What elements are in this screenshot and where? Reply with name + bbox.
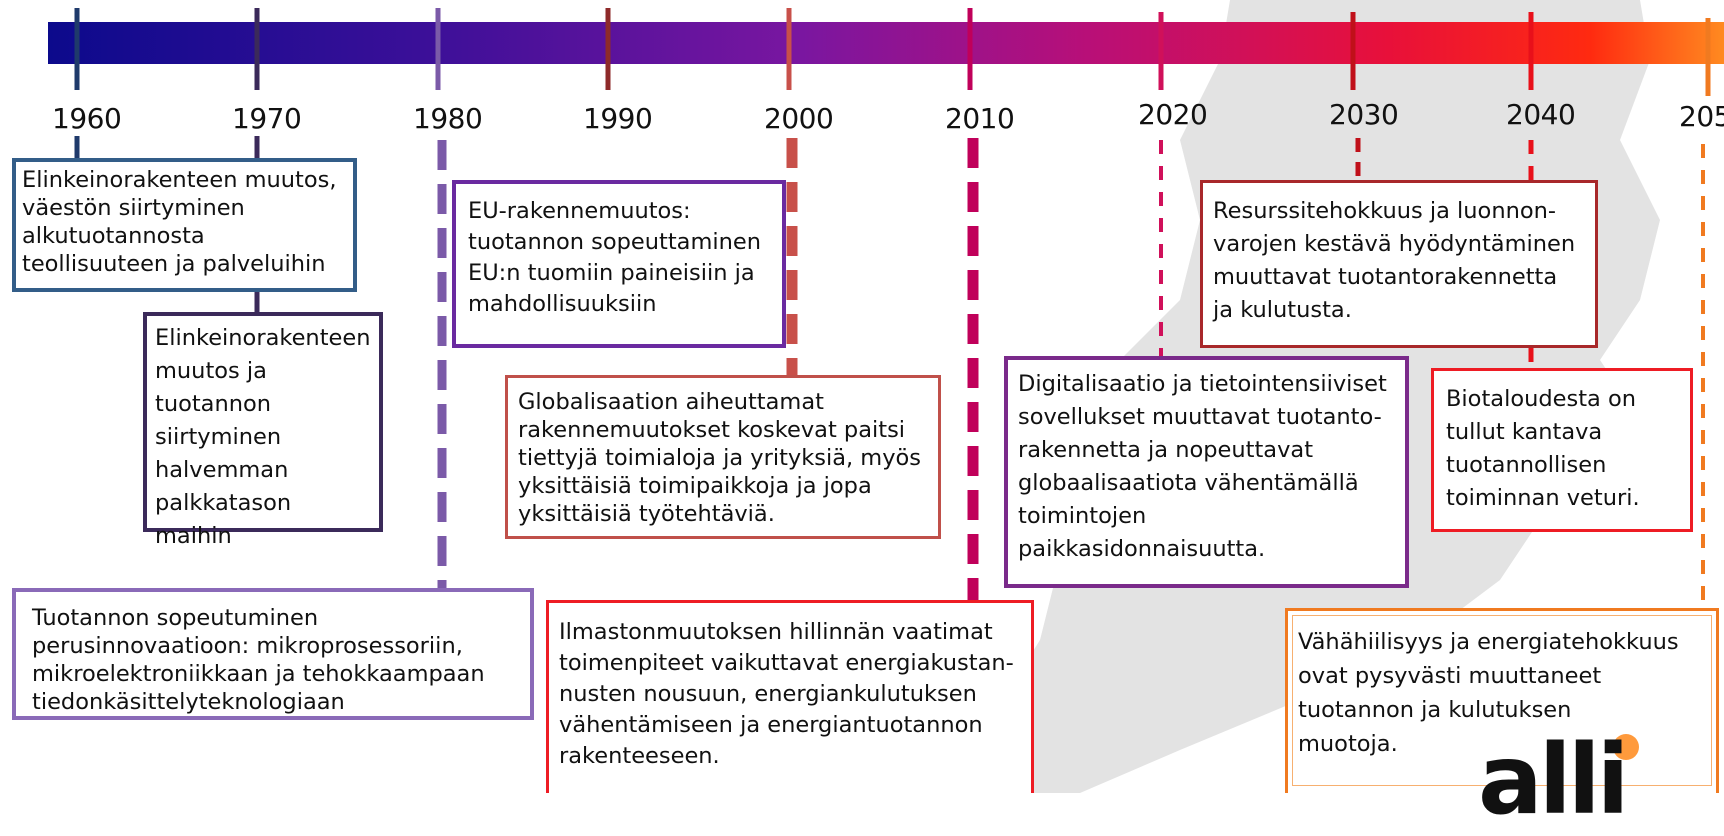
box-text: Globalisaation aiheuttamat rakennemuutok… [518,389,922,527]
box-1960-elinkeinorakenne: Elinkeinorakenteen muutos, väestön siirt… [12,158,357,292]
timeline-diagram: 1960 1970 1980 1990 2000 2010 2020 2030 … [12,0,1724,836]
box-2030-resurssitehokkuus: Resurssitehokkuus ja luonnon- varojen ke… [1200,180,1598,348]
box-2010-ilmastonmuutos: Ilmastonmuutoksen hillinnän vaatimat toi… [546,600,1034,793]
year-label-1970: 1970 [232,102,302,135]
year-label-1960: 1960 [52,102,122,135]
year-label-1990: 1990 [583,102,653,135]
box-text: Elinkeinorakenteen muutos ja tuotannon s… [155,325,371,549]
year-label-1980: 1980 [413,102,483,135]
box-2000-globalisaatio: Globalisaation aiheuttamat rakennemuutok… [505,375,941,539]
box-2020-digitalisaatio: Digitalisaatio ja tietointensiiviset sov… [1004,356,1409,588]
box-text: EU-rakennemuutos: tuotannon sopeuttamine… [468,198,761,317]
year-markers [74,8,1711,608]
year-label-2010: 2010 [945,102,1015,135]
box-text: Ilmastonmuutoksen hillinnän vaatimat toi… [559,619,1014,769]
timeline-bar [48,22,1724,64]
box-text: Biotaloudesta on tullut kantava tuotanno… [1446,386,1640,511]
box-text: Resurssitehokkuus ja luonnon- varojen ke… [1213,198,1576,323]
box-text: Digitalisaatio ja tietointensiiviset sov… [1018,371,1387,562]
box-text: Vähähiilisyys ja energiatehokkuus ovat p… [1298,629,1679,757]
box-2040-biotalous: Biotaloudesta on tullut kantava tuotanno… [1431,368,1693,532]
box-1970-tuotannon-siirtyminen: Elinkeinorakenteen muutos ja tuotannon s… [143,312,383,549]
year-label-2040: 2040 [1506,98,1576,131]
year-label-2050: 205 [1679,100,1724,133]
box-2050-vahahiilisyys: Vähähiilisyys ja energiatehokkuus ovat p… [1285,608,1719,793]
logo-dot [1613,734,1639,760]
alli-logo: alli [1478,724,1629,836]
box-text: Elinkeinorakenteen muutos, väestön siirt… [22,167,337,277]
year-label-2030: 2030 [1329,98,1399,131]
box-1980-perusinnovaatio: Tuotannon sopeutuminen perusinnovaatioon… [12,588,534,720]
year-label-2020: 2020 [1138,98,1208,131]
year-label-2000: 2000 [764,102,834,135]
box-text: Tuotannon sopeutuminen perusinnovaatioon… [32,605,485,715]
box-1990-eu-rakennemuutos: EU-rakennemuutos: tuotannon sopeuttamine… [452,180,786,348]
